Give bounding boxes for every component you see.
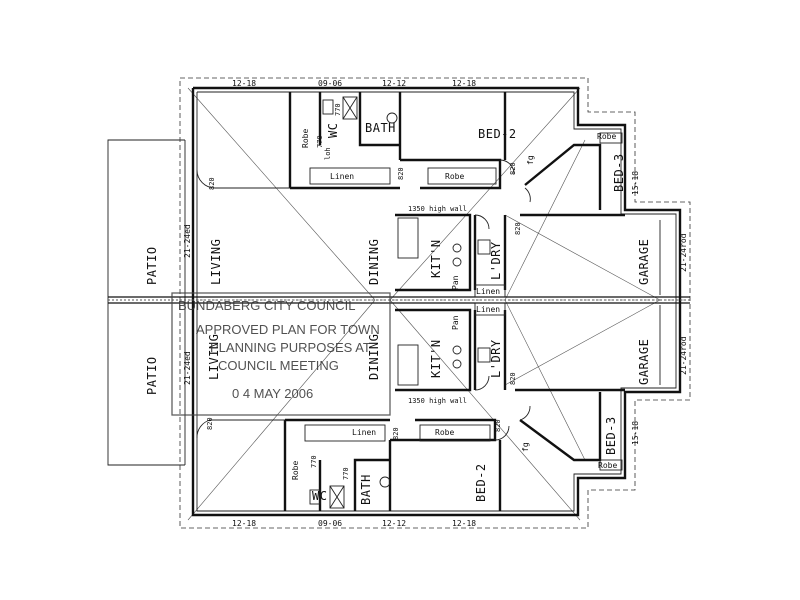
- dim-door-3: 820: [509, 162, 517, 175]
- dim-door-4: 820: [514, 222, 522, 235]
- dim-door-2: 820: [397, 167, 405, 180]
- lower-unit-labels: BATH WC BED-2 BED-3 LIVING DINING KIT'N …: [145, 334, 651, 505]
- dim-bottom-4: 12-18: [452, 519, 476, 528]
- label-linen-4: Linen: [476, 305, 500, 314]
- label-laundry-upper: L'DRY: [489, 241, 503, 280]
- external-walls: [191, 86, 682, 517]
- dim-door-1: 820: [208, 177, 216, 190]
- dim-bottom-1: 12-18: [232, 519, 256, 528]
- label-wall-note-2: 1350 high wall: [408, 397, 467, 405]
- label-bed2-lower: BED-2: [474, 463, 488, 502]
- stamp-line-2: PLANNING PURPOSES AT: [210, 340, 371, 355]
- label-robe-6: Robe: [598, 461, 617, 470]
- label-bed2-upper: BED-2: [478, 127, 517, 141]
- label-bath-upper: BATH: [365, 121, 396, 135]
- label-garage-lower: GARAGE: [637, 339, 651, 385]
- dim-bottom-2: 09-06: [318, 519, 342, 528]
- label-wc-lower: WC: [312, 489, 327, 503]
- roof-hip-lines: [187, 87, 690, 521]
- label-patio-upper: PATIO: [145, 246, 159, 285]
- dim-top-1: 12-18: [232, 79, 256, 88]
- label-pan-2: Pan: [451, 315, 460, 330]
- party-wall: [108, 296, 690, 304]
- dim-bed3-lower: 15-18: [631, 421, 640, 445]
- dim-wc-lower: 770: [310, 455, 318, 468]
- label-patio-lower: PATIO: [145, 356, 159, 395]
- dim-door-7: 820: [494, 419, 502, 432]
- dimensions: 12-18 09-06 12-12 12-18 12-18 09-06 12-1…: [183, 79, 688, 528]
- stamp-council-name: BUNDABERG CITY COUNCIL: [178, 298, 355, 313]
- dim-left-lower: 21-24ed: [183, 351, 192, 385]
- dim-bed3-upper: 15-18: [631, 171, 640, 195]
- annotations: Robe Linen Robe Robe fg Pan Linen 1350 h…: [291, 129, 617, 480]
- label-living-lower: LIVING: [207, 334, 221, 380]
- label-wall-note-1: 1350 high wall: [408, 205, 467, 213]
- dim-bath-upper: 770: [334, 103, 342, 116]
- upper-unit-walls: [215, 92, 625, 298]
- dim-bath-lower: 770: [342, 467, 350, 480]
- label-linen-1: Linen: [330, 172, 354, 181]
- dim-top-4: 12-18: [452, 79, 476, 88]
- label-dining-upper: DINING: [367, 239, 381, 285]
- dim-door-6: 820: [392, 427, 400, 440]
- label-pan-1: Pan: [451, 275, 460, 290]
- label-wc-upper: WC: [326, 123, 340, 138]
- lower-unit-walls: [210, 302, 625, 511]
- label-fg-1: fg: [526, 155, 535, 165]
- label-robe-2: Robe: [445, 172, 464, 181]
- label-linen-2: Linen: [476, 287, 500, 296]
- label-living-upper: LIVING: [209, 239, 223, 285]
- label-robe-1: Robe: [301, 129, 310, 148]
- dim-right-lower: 21-24rod: [679, 336, 688, 375]
- label-bed3-lower: BED-3: [604, 416, 618, 455]
- dim-door-8: 820: [509, 372, 517, 385]
- dim-bottom-3: 12-12: [382, 519, 406, 528]
- door-swings: [196, 159, 531, 441]
- label-kitchen-lower: KIT'N: [429, 339, 443, 378]
- label-robe-4: Robe: [291, 461, 300, 480]
- label-dining-lower: DINING: [367, 334, 381, 380]
- label-laundry-lower: L'DRY: [489, 339, 503, 378]
- dim-right-upper: 21-24rod: [679, 233, 688, 272]
- dim-wc-upper: 770: [316, 135, 324, 148]
- stamp-date: 0 4 MAY 2006: [232, 386, 313, 401]
- dim-left-upper: 21-24ed: [183, 224, 192, 258]
- label-bath-lower: BATH: [359, 474, 373, 505]
- label-garage-upper: GARAGE: [637, 239, 651, 285]
- label-robe-3: Robe: [597, 132, 616, 141]
- label-robe-5: Robe: [435, 428, 454, 437]
- stamp-line-1: APPROVED PLAN FOR TOWN: [196, 322, 380, 337]
- dim-door-5: 820: [206, 417, 214, 430]
- label-bed3-upper: BED-3: [612, 153, 626, 192]
- label-kitchen-upper: KIT'N: [429, 239, 443, 278]
- roof-outline: [179, 77, 691, 529]
- label-linen-3: Linen: [352, 428, 376, 437]
- label-fg-2: fg: [521, 442, 530, 452]
- label-loh-1: loh: [324, 147, 332, 160]
- upper-unit-labels: BATH WC BED-2 BED-3 LIVING DINING KIT'N …: [145, 121, 651, 285]
- dim-top-2: 09-06: [318, 79, 342, 88]
- fixtures: [304, 96, 661, 509]
- dim-top-3: 12-12: [382, 79, 406, 88]
- council-stamp: BUNDABERG CITY COUNCIL APPROVED PLAN FOR…: [171, 292, 391, 416]
- stamp-line-3: COUNCIL MEETING: [218, 358, 339, 373]
